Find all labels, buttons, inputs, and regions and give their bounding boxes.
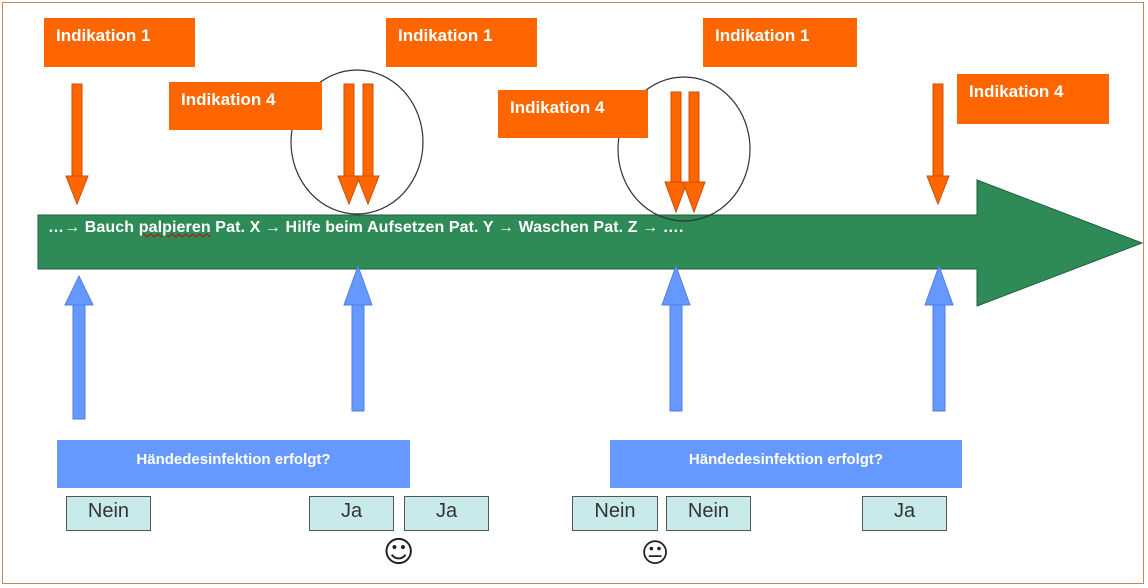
indication-arrow <box>337 83 361 206</box>
flow-text-misspelled-word: palpieren <box>138 219 211 236</box>
hand-hygiene-arrow <box>661 264 691 412</box>
highlight-ellipse <box>290 69 424 215</box>
answer-box-nein: Nein <box>572 496 658 531</box>
indication-label: Indikation 4 <box>957 74 1109 124</box>
indication-arrow <box>356 83 380 206</box>
hand-disinfection-question: Händedesinfektion erfolgt? <box>57 440 410 488</box>
neutral-face-icon: 😐 <box>641 538 670 569</box>
answer-box-nein: Nein <box>666 496 751 531</box>
answer-box-ja: Ja <box>309 496 394 531</box>
flow-text-rest: Pat. X → Hilfe beim Aufsetzen Pat. Y → W… <box>210 219 684 236</box>
hand-hygiene-arrow <box>343 264 373 412</box>
hand-disinfection-question: Händedesinfektion erfolgt? <box>610 440 962 488</box>
answer-box-ja: Ja <box>862 496 947 531</box>
indication-label: Indikation 4 <box>169 82 322 130</box>
indication-label: Indikation 1 <box>44 18 195 67</box>
indication-label: Indikation 1 <box>386 18 537 67</box>
answer-box-ja: Ja <box>404 496 489 531</box>
indication-label: Indikation 1 <box>703 18 857 67</box>
indication-arrow <box>682 91 706 214</box>
indication-label: Indikation 4 <box>498 90 648 138</box>
highlight-ellipse <box>617 76 751 222</box>
hand-hygiene-arrow <box>64 274 94 420</box>
flow-text-start: …→ Bauch <box>48 219 139 236</box>
process-flow-arrow <box>37 179 1144 307</box>
answer-box-nein: Nein <box>66 496 151 531</box>
smiley-face-icon: ☺ <box>383 535 415 570</box>
indication-arrow <box>65 83 89 206</box>
hand-hygiene-arrow <box>924 264 954 412</box>
indication-arrow <box>664 91 688 214</box>
process-flow-text: …→ Bauch palpieren Pat. X → Hilfe beim A… <box>48 219 683 237</box>
indication-arrow <box>926 83 950 206</box>
